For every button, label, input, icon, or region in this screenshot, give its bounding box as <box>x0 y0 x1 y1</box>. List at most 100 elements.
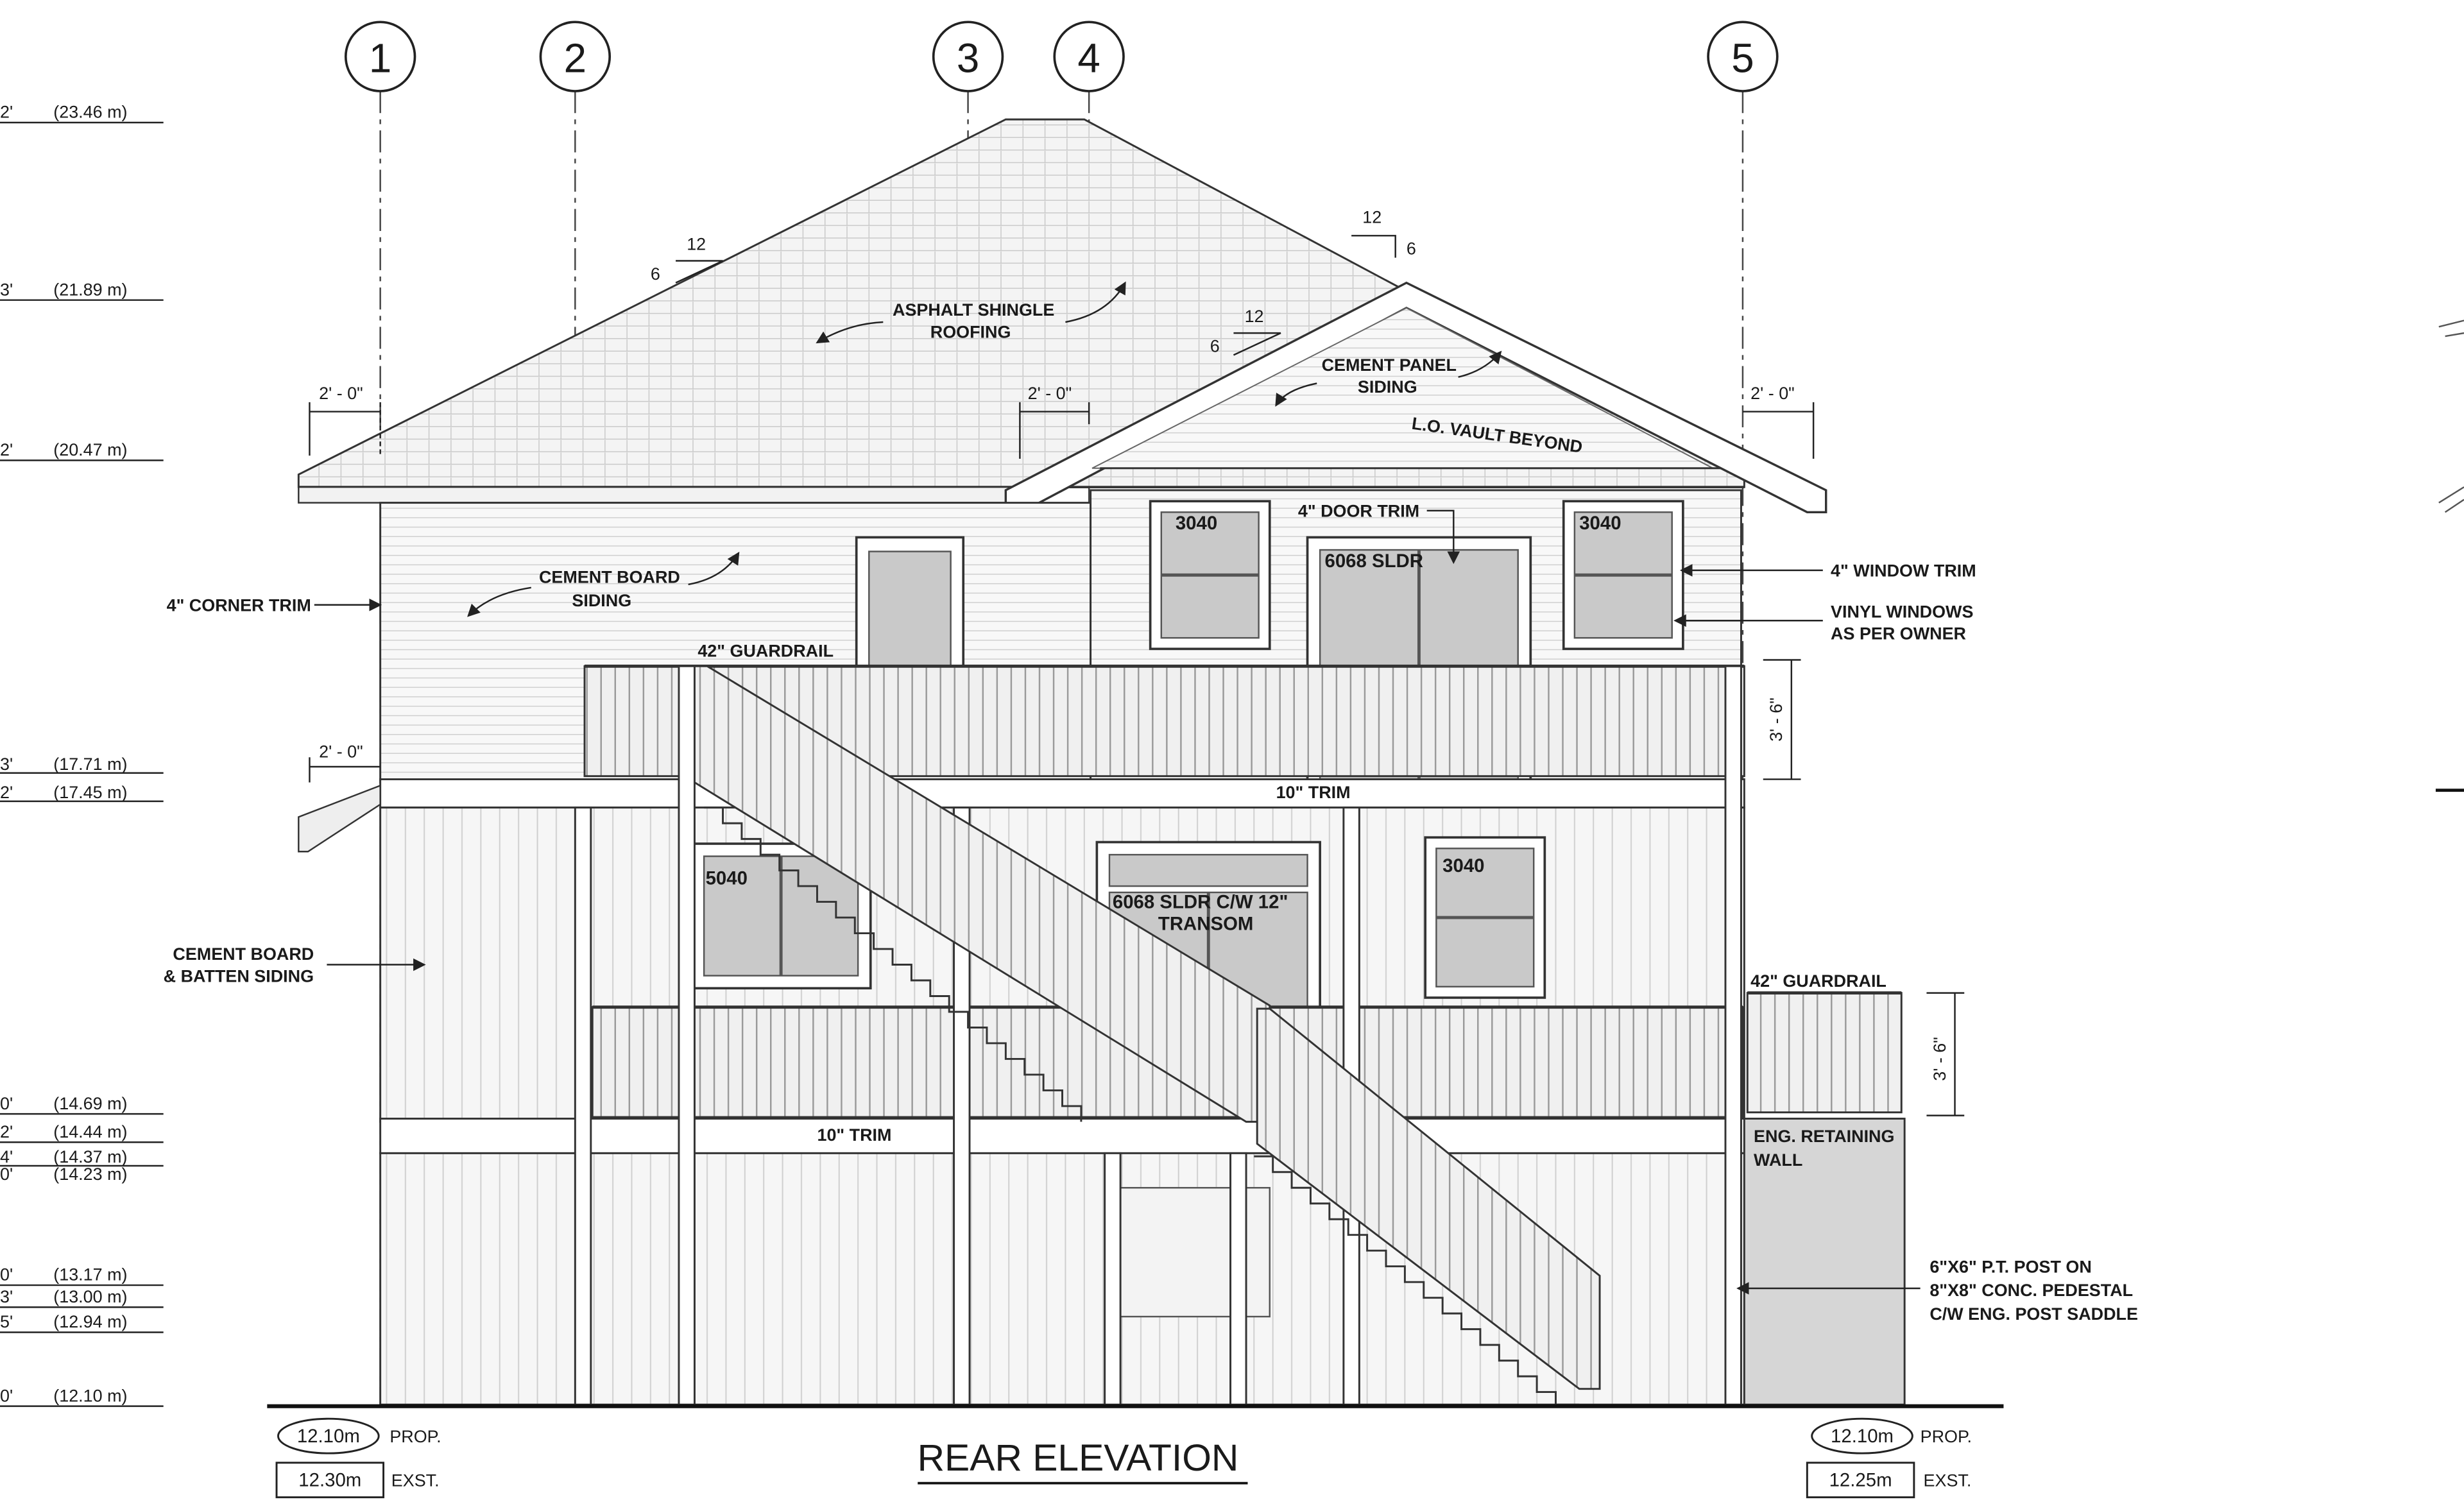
level-markers: 2'(23.46 m) 3'(21.89 m) 2'(20.47 m) 3'(1… <box>0 103 164 1407</box>
svg-text:0': 0' <box>0 1165 13 1184</box>
window-tags: 3040 3040 6068 SLDR 5040 3040 6068 SLDR … <box>706 513 1621 934</box>
svg-text:PROP.: PROP. <box>389 1427 441 1446</box>
left-eave-bracket <box>298 784 381 853</box>
level-marker: 4'(14.37 m) <box>0 1147 164 1167</box>
svg-text:EXST.: EXST. <box>1924 1471 1972 1490</box>
svg-text:(21.89 m): (21.89 m) <box>53 280 127 299</box>
grid-label-1: 1 <box>369 36 391 81</box>
level-marker: 3'(21.89 m) <box>0 280 164 301</box>
main-window-right <box>1424 836 1546 999</box>
level-marker: 3'(13.00 m) <box>0 1287 164 1308</box>
note-cement-panel: SIDING <box>1358 377 1417 397</box>
tag-sldr-upper: 6068 SLDR <box>1324 550 1423 572</box>
note-trim-upper: 10" TRIM <box>1276 783 1351 802</box>
dimension-label: 2' - 0" <box>1028 384 1072 403</box>
level-marker: 0' (12.10 m) <box>0 1386 164 1407</box>
lower-opening <box>1118 1187 1270 1318</box>
pitch-symbol: 12 6 <box>1210 307 1281 356</box>
svg-text:0': 0' <box>0 1094 13 1113</box>
level-marker: 2' (23.46 m) <box>0 103 164 124</box>
note-asphalt-roofing: ASPHALT SHINGLE <box>893 300 1054 320</box>
note-corner-trim: 4" CORNER TRIM <box>167 596 311 615</box>
svg-text:(13.00 m): (13.00 m) <box>53 1287 127 1306</box>
note-vinyl-windows: VINYL WINDOWS <box>1831 602 1973 621</box>
adjacent-drawing-fragment <box>2435 320 2464 792</box>
dimension-label: 2' - 0" <box>319 742 363 761</box>
svg-text:(13.17 m): (13.17 m) <box>53 1265 127 1284</box>
note-batten-siding: & BATTEN SIDING <box>164 966 314 986</box>
level-marker: 2' (14.44 m) <box>0 1122 164 1143</box>
retaining-wall <box>1743 1118 1906 1406</box>
dimension <box>1019 402 1090 459</box>
dimension <box>1742 402 1815 459</box>
note-window-trim: 4" WINDOW TRIM <box>1831 561 1976 581</box>
note-cement-board: CEMENT BOARD <box>539 567 680 586</box>
svg-text:3': 3' <box>0 755 13 774</box>
upper-window-right <box>1562 500 1684 651</box>
svg-text:(17.45 m): (17.45 m) <box>53 783 127 802</box>
note-retaining-wall: WALL <box>1754 1150 1802 1170</box>
tag-window-lower-left: 5040 <box>706 868 748 889</box>
svg-text:5': 5' <box>0 1312 13 1331</box>
svg-text:12: 12 <box>1362 208 1382 227</box>
level-marker: 0' (14.23 m) <box>0 1165 127 1184</box>
level-marker: 5' (12.94 m) <box>0 1312 164 1333</box>
svg-text:2': 2' <box>0 1122 13 1141</box>
svg-text:6: 6 <box>1407 239 1416 259</box>
note-cement-panel: CEMENT PANEL <box>1322 355 1457 375</box>
tag-sldr-lower: 6068 SLDR C/W 12" <box>1113 891 1288 912</box>
svg-text:12.30m: 12.30m <box>298 1470 361 1491</box>
note-asphalt-roofing: ROOFING <box>930 322 1011 341</box>
tag-window-upper-left: 3040 <box>1176 513 1217 534</box>
grid-label-4: 4 <box>1077 36 1100 81</box>
svg-text:2': 2' <box>0 783 13 802</box>
svg-text:(20.47 m): (20.47 m) <box>53 440 127 459</box>
svg-text:(14.44 m): (14.44 m) <box>53 1122 127 1141</box>
svg-text:2': 2' <box>0 440 13 459</box>
level-marker: 3' (17.71 m) <box>0 755 164 774</box>
note-post: 6"X6" P.T. POST ON <box>1929 1257 2091 1276</box>
svg-text:EXST.: EXST. <box>391 1471 440 1490</box>
note-guardrail-lower: 42" GUARDRAIL <box>1750 971 1887 991</box>
svg-text:12: 12 <box>1245 307 1264 326</box>
upper-window-left <box>1149 500 1271 651</box>
svg-text:(14.23 m): (14.23 m) <box>53 1165 127 1184</box>
svg-text:(14.37 m): (14.37 m) <box>53 1147 127 1166</box>
svg-text:0': 0' <box>0 1386 13 1405</box>
note-post: 8"X8" CONC. PEDESTAL <box>1929 1281 2133 1300</box>
svg-text:(23.46 m): (23.46 m) <box>53 103 127 122</box>
lower-stair <box>1254 1007 1601 1406</box>
dimension <box>1763 659 1801 780</box>
svg-text:6: 6 <box>1210 337 1220 356</box>
dimension-label: 3' - 6" <box>1930 1037 1949 1081</box>
note-post: C/W ENG. POST SADDLE <box>1929 1304 2138 1324</box>
svg-text:12: 12 <box>687 234 706 253</box>
svg-text:12.10m: 12.10m <box>1831 1426 1894 1447</box>
note-guardrail-upper: 42" GUARDRAIL <box>697 642 834 661</box>
svg-text:6: 6 <box>651 264 660 284</box>
pitch-symbol: 12 6 <box>651 234 724 284</box>
tag-sldr-lower: TRANSOM <box>1158 914 1254 935</box>
dimension-label: 2' - 0" <box>1750 384 1795 403</box>
tag-window-upper-right: 3040 <box>1579 513 1621 534</box>
dimension <box>1926 992 1965 1116</box>
side-guardrail <box>1746 991 1903 1114</box>
svg-text:(12.94 m): (12.94 m) <box>53 1312 127 1331</box>
note-trim-lower: 10" TRIM <box>817 1125 891 1145</box>
svg-text:(17.71 m): (17.71 m) <box>53 755 127 774</box>
note-batten-siding: CEMENT BOARD <box>173 944 314 964</box>
level-marker: 2' (20.47 m) <box>0 440 164 461</box>
note-retaining-wall: ENG. RETAINING <box>1754 1127 1894 1146</box>
note-door-trim: 4" DOOR TRIM <box>1298 502 1419 521</box>
svg-text:2': 2' <box>0 103 13 122</box>
note-vinyl-windows: AS PER OWNER <box>1831 624 1966 644</box>
drawing-title: REAR ELEVATION <box>918 1437 1239 1479</box>
level-marker: 0' (14.69 m) <box>0 1094 164 1115</box>
svg-text:(12.10 m): (12.10 m) <box>53 1386 127 1405</box>
annotation-notes: ASPHALT SHINGLE ROOFING CEMENT PANEL SID… <box>164 300 2138 1324</box>
svg-text:12.25m: 12.25m <box>1829 1470 1892 1491</box>
svg-text:(14.69 m): (14.69 m) <box>53 1094 127 1113</box>
dimension <box>309 402 381 456</box>
grade-left: 12.10m PROP. 12.30m EXST. <box>275 1417 441 1499</box>
